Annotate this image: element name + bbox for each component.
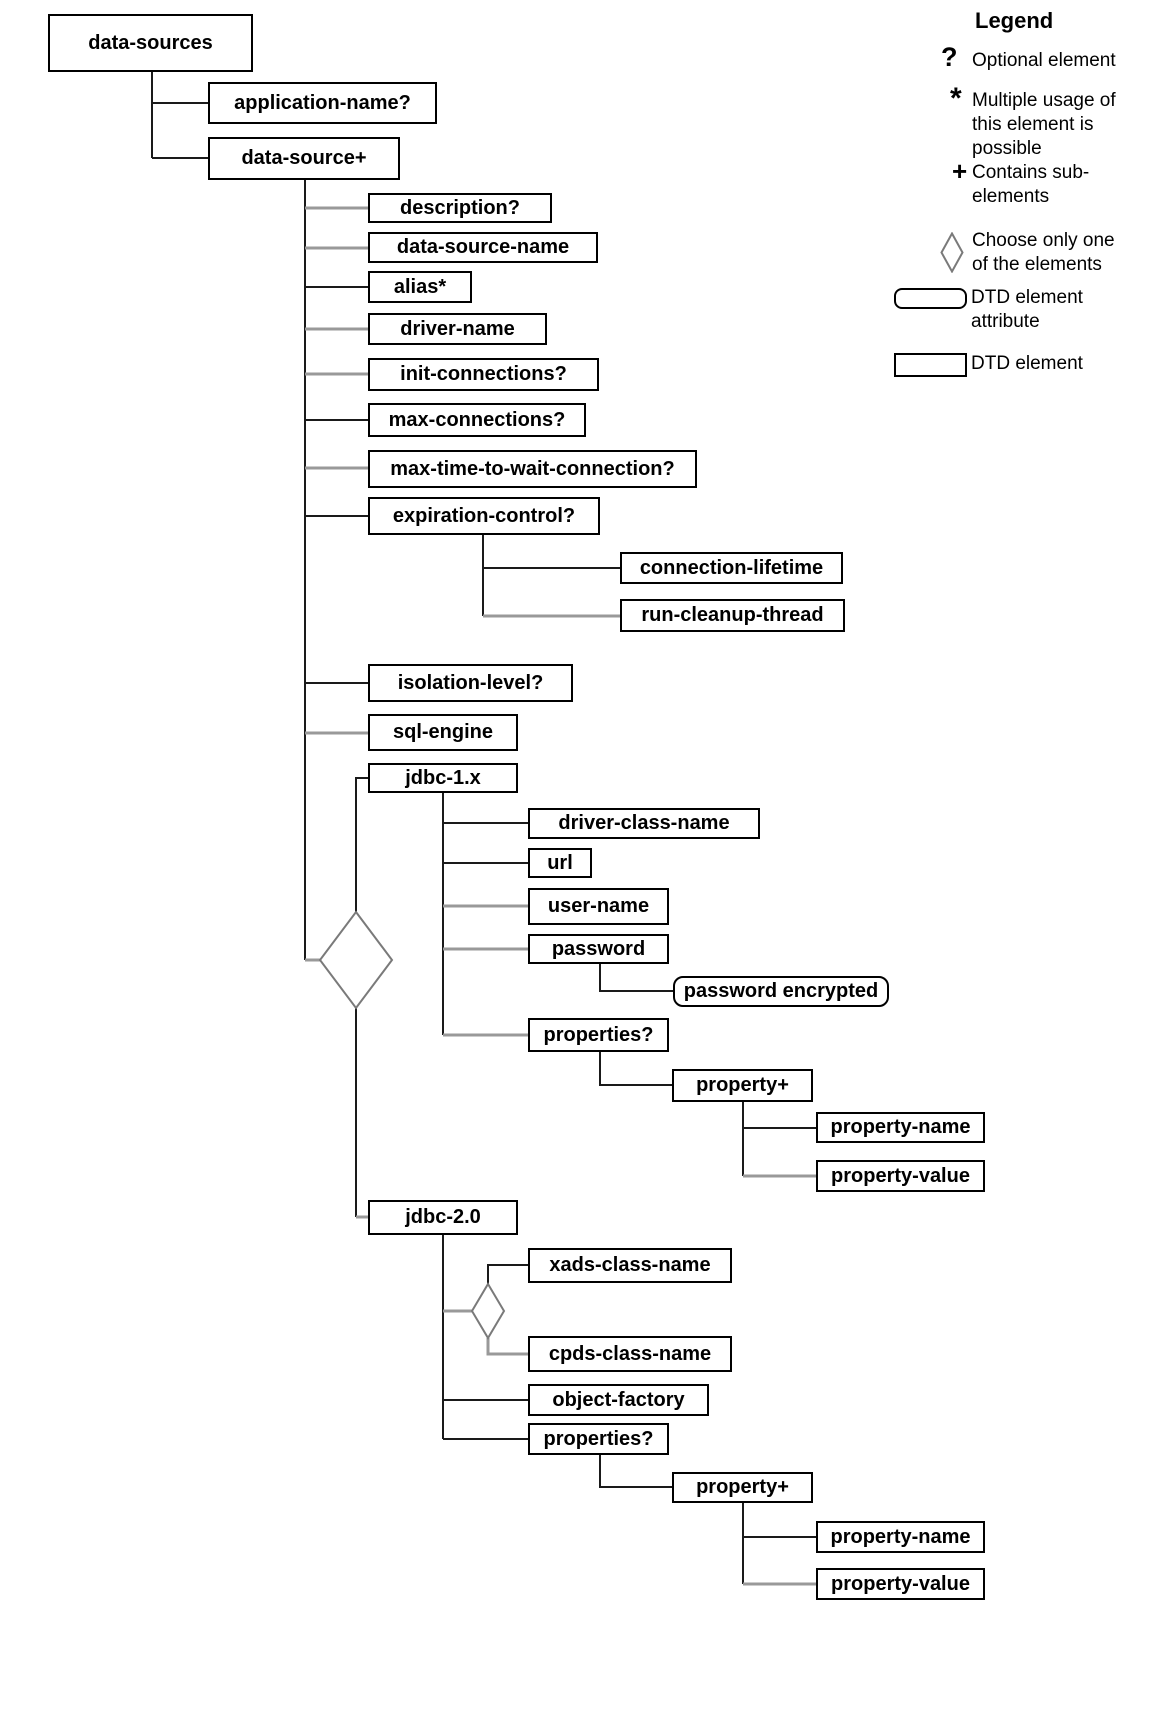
tree-node-driver-name: driver-name [368,313,547,345]
tree-node-data-source: data-source+ [208,137,400,180]
dtd-element-box-icon [894,353,967,377]
multiple-asterisk-icon: * [950,82,962,115]
dtd-attribute-box-icon [894,288,967,309]
legend-item-attribute: DTD element attribute [971,287,1083,332]
tree-node-password-encrypted: password encrypted [673,976,889,1007]
tree-node-alias: alias* [368,271,472,303]
tree-node-properties-2: properties? [528,1423,669,1455]
tree-node-user-name: user-name [528,888,669,925]
choice-diamond-icon [940,231,964,278]
legend-item-contains: Contains sub- elements [972,162,1090,207]
connector-line [599,1052,672,1086]
tree-node-application-name: application-name? [208,82,437,124]
tree-node-property-2: property+ [672,1472,813,1503]
connector-line [487,1264,528,1285]
tree-node-cpds-class-name: cpds-class-name [528,1336,732,1372]
connector-line [599,1455,672,1488]
connector-line [486,1338,528,1356]
choice-diamond-choice-jdbc [318,910,394,1010]
tree-node-isolation-level: isolation-level? [368,664,573,702]
connector-line [599,964,673,992]
legend-item-optional: Optional element [972,50,1116,71]
tree-node-property-1: property+ [672,1069,813,1102]
tree-node-init-connections: init-connections? [368,358,599,391]
tree-node-expiration-control: expiration-control? [368,497,600,535]
tree-node-connection-lifetime: connection-lifetime [620,552,843,584]
legend-item-choice: Choose only one of the elements [972,230,1115,275]
tree-node-property-value-2: property-value [816,1568,985,1600]
connector-line [355,777,368,912]
legend-title: Legend [975,8,1054,33]
tree-node-max-time-to-wait-connection: max-time-to-wait-connection? [368,450,697,488]
tree-node-properties-1: properties? [528,1018,669,1052]
tree-node-data-sources: data-sources [48,14,253,72]
legend-item-element: DTD element [971,353,1083,374]
tree-node-object-factory: object-factory [528,1384,709,1416]
tree-node-description: description? [368,193,552,223]
tree-node-data-source-name: data-source-name [368,232,598,263]
tree-node-url: url [528,848,592,878]
tree-node-jdbc-1x: jdbc-1.x [368,763,518,793]
legend-item-multiple: Multiple usage of this element is possib… [972,90,1116,159]
tree-node-sql-engine: sql-engine [368,714,518,751]
tree-node-property-value-1: property-value [816,1160,985,1192]
tree-node-password: password [528,934,669,964]
tree-node-property-name-2: property-name [816,1521,985,1553]
tree-node-run-cleanup-thread: run-cleanup-thread [620,599,845,632]
optional-question-icon: ? [941,42,958,72]
tree-node-xads-class-name: xads-class-name [528,1248,732,1283]
tree-node-driver-class-name: driver-class-name [528,808,760,839]
tree-node-jdbc-20: jdbc-2.0 [368,1200,518,1235]
contains-plus-icon: + [952,156,968,186]
tree-node-property-name-1: property-name [816,1112,985,1143]
tree-node-max-connections: max-connections? [368,403,586,437]
choice-diamond-choice-ds [470,1282,506,1340]
